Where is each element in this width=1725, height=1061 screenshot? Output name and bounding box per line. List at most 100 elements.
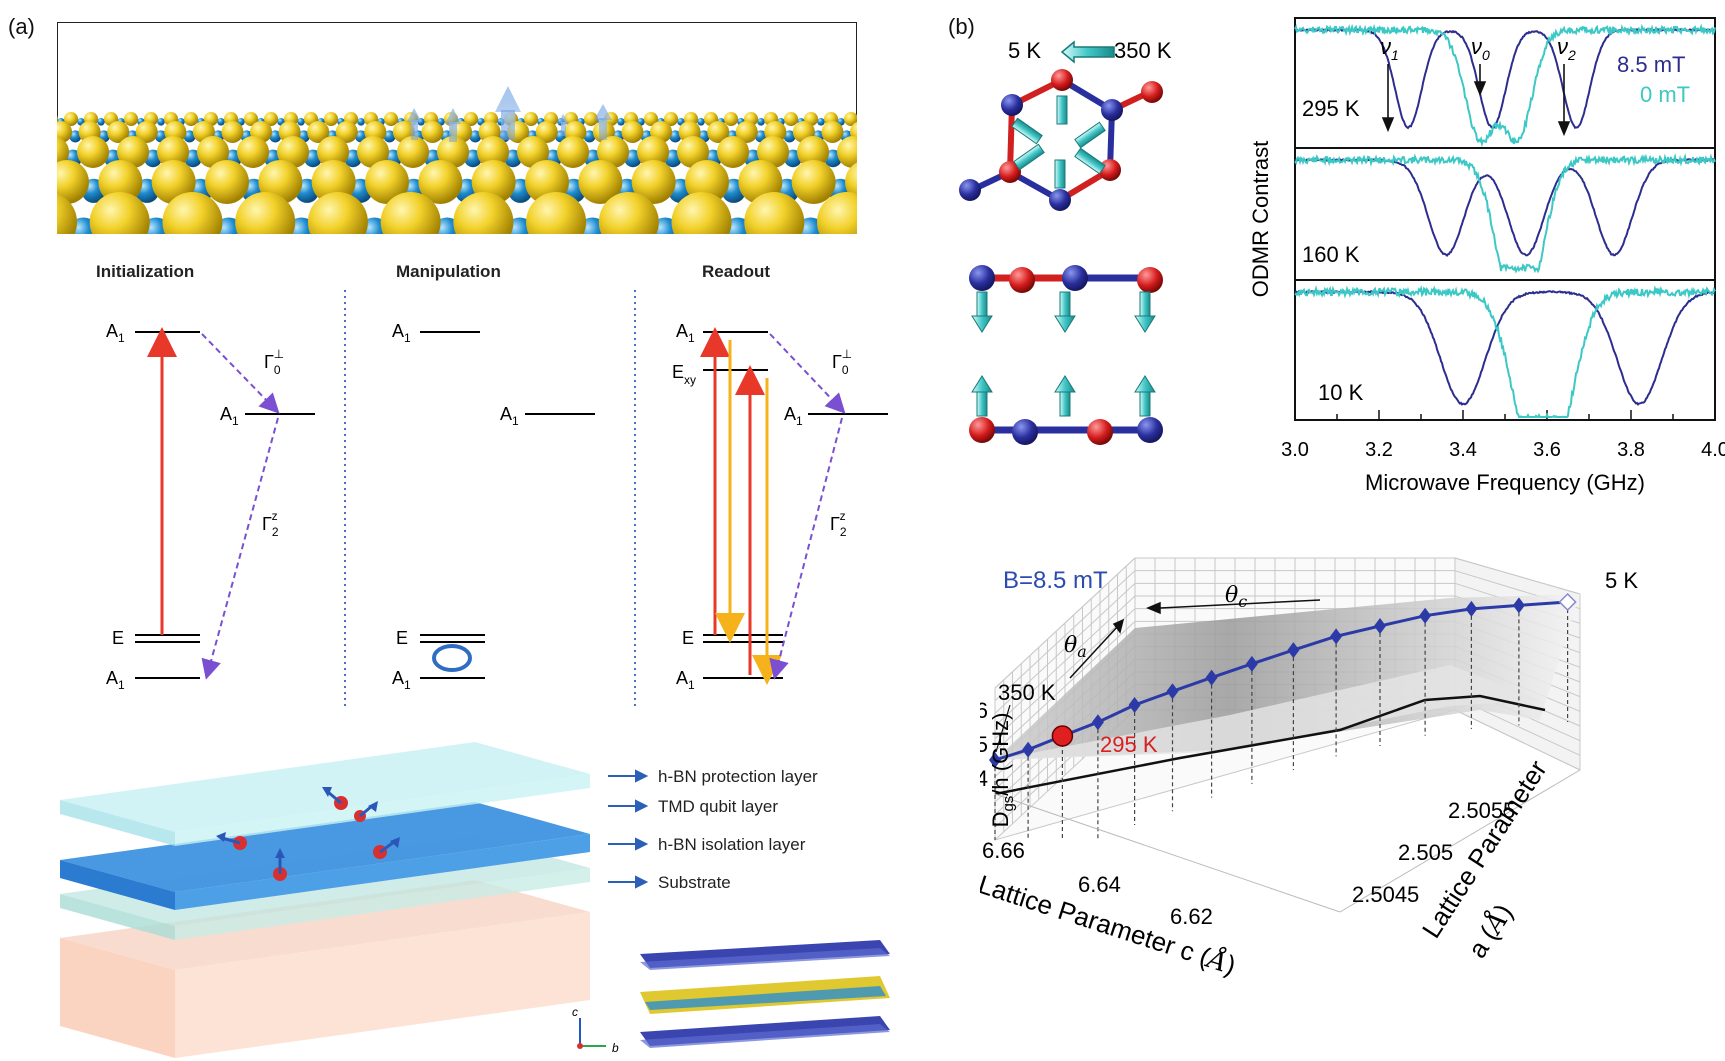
axis-triad: c b — [572, 1005, 619, 1055]
data-point — [1128, 697, 1141, 714]
readout-levels — [700, 327, 888, 685]
svg-text:Exy: Exy — [672, 362, 696, 387]
xtick-3-2: 3.2 — [1365, 439, 1393, 461]
svg-text:Γ2z: Γ2z — [830, 509, 847, 539]
svg-text:Γ0⊥: Γ0⊥ — [264, 347, 284, 377]
svg-text:A1: A1 — [220, 404, 239, 428]
xtick-6-64: 6.64 — [1078, 872, 1121, 897]
surface-zlabel-bottom: a (Å) — [1461, 898, 1519, 964]
theta-c-label: θc — [1225, 583, 1247, 611]
svg-text:A1: A1 — [676, 321, 695, 345]
svg-text:ν2: ν2 — [1557, 34, 1576, 63]
xtick-6-66: 6.66 — [982, 838, 1025, 863]
svg-text:E: E — [396, 628, 408, 648]
label-5k: 5 K — [1605, 568, 1638, 593]
odmr-curve-0-1 — [1294, 23, 1716, 148]
layer-label-arrows — [608, 769, 649, 889]
xtick-6-62: 6.62 — [1170, 904, 1213, 929]
point-295k — [1051, 725, 1074, 747]
data-point — [1419, 607, 1432, 624]
data-point — [1245, 655, 1258, 672]
label-isolation: h-BN isolation layer — [658, 835, 806, 854]
readout-labels: A1 Exy A1 E A1 Γ0⊥ Γ2z — [672, 321, 852, 692]
legend-8p5mt: 8.5 mT — [1617, 52, 1685, 77]
data-point — [1166, 683, 1179, 700]
surface-title: B=8.5 mT — [1003, 567, 1108, 594]
odmr-curve-2-0 — [1294, 289, 1716, 406]
xtick-3-6: 3.6 — [1533, 439, 1561, 461]
surface-ylabel: Dgs/h (GHz) — [988, 713, 1017, 828]
odmr-curve-1-1 — [1294, 152, 1716, 274]
ytick-3-4: 3.4 — [980, 766, 988, 791]
ztick-2-505: 2.505 — [1398, 840, 1453, 865]
crystal-structure-image — [640, 940, 890, 1048]
svg-text:ν1: ν1 — [1380, 34, 1399, 63]
xtick-3-0: 3.0 — [1281, 439, 1309, 461]
surface-yticks: 3.4 3.5 3.6 — [980, 698, 988, 791]
svg-text:E: E — [682, 628, 694, 648]
initialization-levels — [135, 327, 315, 680]
odmr-curve-2-1 — [1294, 284, 1716, 419]
data-point — [1091, 714, 1104, 731]
ztick-2-5055: 2.5055 — [1448, 798, 1515, 823]
svg-text:A1: A1 — [676, 668, 695, 692]
surface-mesh — [995, 594, 1580, 760]
manipulation-labels: A1 A1 E A1 — [392, 321, 519, 692]
temp-160: 160 K — [1302, 242, 1360, 267]
section-manipulation-title: Manipulation — [396, 262, 501, 281]
svg-text:b: b — [612, 1041, 619, 1055]
odmr-chart: ν1 ν0 ν2 8.5 mT 0 mT 295 K 160 K 10 K OD… — [1248, 17, 1725, 495]
xtick-4-0: 4.0 — [1701, 439, 1725, 461]
data-point — [1330, 628, 1343, 645]
initialization-labels: A1 A1 E A1 Γ0⊥ Γ2z — [106, 321, 284, 692]
legend-0mt: 0 mT — [1640, 82, 1690, 107]
svg-text:A1: A1 — [500, 404, 519, 428]
svg-text:A1: A1 — [106, 668, 125, 692]
panel-label-a: (a) — [8, 14, 35, 39]
energy-level-diagram: A1 A1 E A1 Γ0⊥ Γ2z A1 A1 E A1 A1 E — [106, 290, 888, 710]
surface-plot: θc θa B=8.5 mT 350 K 295 K 5 K 3.4 3.5 3… — [980, 557, 1638, 981]
label-substrate: Substrate — [658, 873, 731, 892]
manipulation-levels — [420, 331, 595, 679]
data-point — [1205, 669, 1218, 686]
nu-markers: ν1 ν0 ν2 — [1380, 34, 1576, 63]
svg-text:E: E — [112, 628, 124, 648]
panel-label-b: (b) — [948, 14, 975, 39]
svg-text:A1: A1 — [392, 668, 411, 692]
data-point — [1465, 600, 1478, 617]
odmr-ylabel: ODMR Contrast — [1248, 141, 1273, 297]
molecule-diagram: 5 K 350 K — [959, 38, 1172, 445]
ytick-3-6: 3.6 — [980, 698, 988, 723]
surface-xticks: 6.66 6.64 6.62 — [982, 838, 1213, 929]
odmr-xticks: 3.0 3.2 3.4 3.6 3.8 4.0 — [1281, 439, 1725, 461]
label-295k: 295 K — [1100, 732, 1158, 757]
svg-text:Γ0⊥: Γ0⊥ — [832, 347, 852, 377]
temperature-arrow — [1060, 40, 1115, 64]
ztick-2-5045: 2.5045 — [1352, 882, 1419, 907]
label-qubit: TMD qubit layer — [658, 797, 778, 816]
ytick-3-5: 3.5 — [980, 732, 988, 757]
spin-arrows — [407, 86, 612, 142]
temp-295: 295 K — [1302, 96, 1360, 121]
data-point — [1374, 618, 1386, 635]
point-5k — [1558, 592, 1577, 612]
svg-text:c: c — [572, 1005, 578, 1019]
svg-text:A1: A1 — [392, 321, 411, 345]
surface-zticks: 2.5045 2.505 2.5055 — [1352, 798, 1515, 907]
xtick-3-4: 3.4 — [1449, 439, 1477, 461]
theta-a-label: θa — [1064, 633, 1087, 661]
layer-stack-diagram: h-BN protection layer TMD qubit layer h-… — [60, 742, 890, 1058]
tmd-lattice-image — [57, 22, 857, 234]
temp-left-label: 5 K — [1008, 38, 1041, 63]
svg-text:A1: A1 — [106, 321, 125, 345]
data-point — [1287, 642, 1300, 659]
theta-arrows — [1069, 599, 1321, 679]
label-protection: h-BN protection layer — [658, 767, 818, 786]
temp-10: 10 K — [1318, 380, 1364, 405]
rotation-icon — [432, 644, 472, 672]
svg-text:ν0: ν0 — [1471, 34, 1490, 63]
spin-dots — [216, 787, 400, 881]
label-350k: 350 K — [998, 680, 1056, 705]
projection-curve — [994, 694, 1546, 796]
svg-text:Γ2z: Γ2z — [262, 509, 279, 539]
